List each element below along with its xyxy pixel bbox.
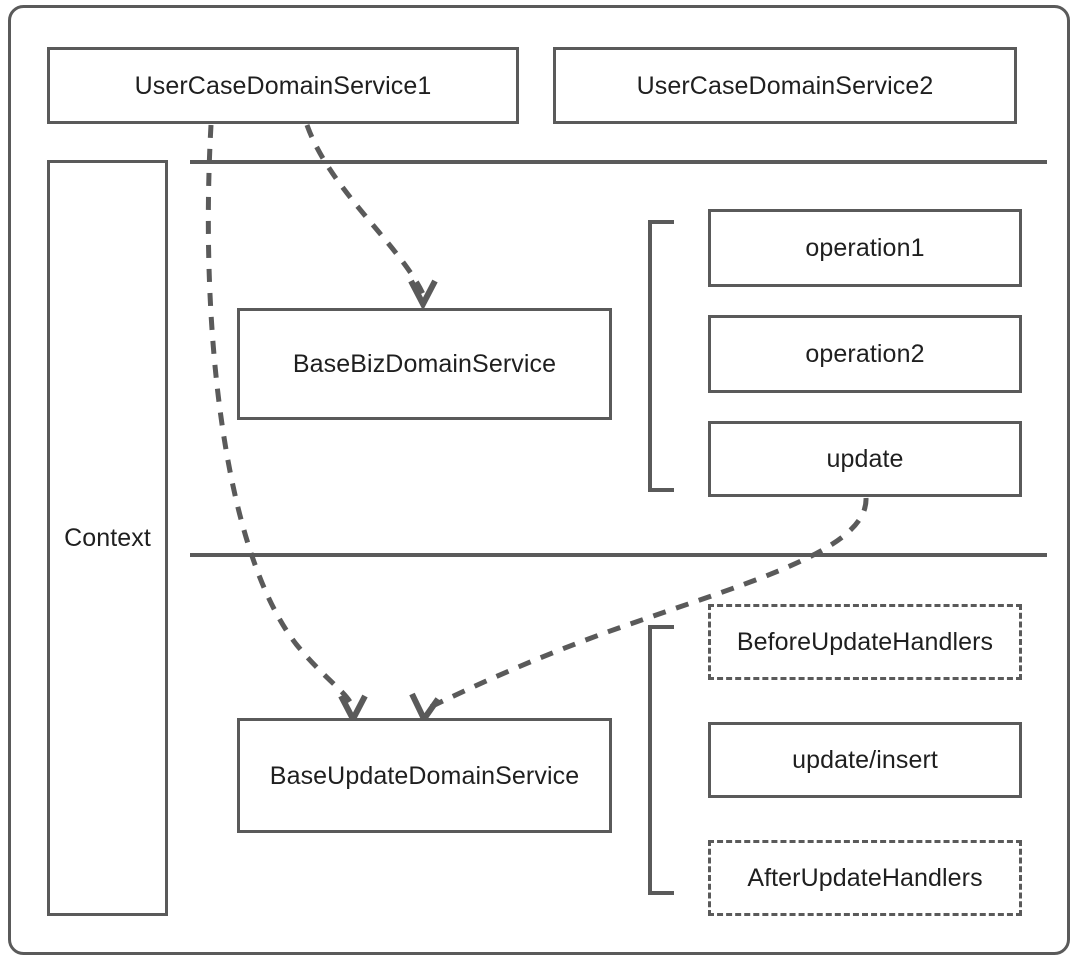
node-context[interactable]: Context [47, 160, 168, 916]
node-update[interactable]: update [708, 421, 1022, 497]
arrowhead-update-to-baseupdate [409, 692, 441, 725]
node-label: UserCaseDomainService1 [134, 71, 432, 100]
node-base-biz-domain-service[interactable]: BaseBizDomainService [237, 308, 612, 420]
node-label: operation1 [805, 234, 925, 262]
node-label: update/insert [792, 746, 938, 774]
operations-bracket [648, 220, 674, 492]
node-label: BaseBizDomainService [292, 350, 557, 378]
outer-frame [8, 5, 1070, 955]
connector-usecase1-to-baseupdate [205, 124, 356, 710]
node-label: operation2 [805, 340, 925, 368]
node-before-update-handlers[interactable]: BeforeUpdateHandlers [708, 604, 1022, 680]
node-label: BeforeUpdateHandlers [736, 628, 994, 656]
node-after-update-handlers[interactable]: AfterUpdateHandlers [708, 840, 1022, 916]
node-operation-1[interactable]: operation1 [708, 209, 1022, 287]
node-usecase-domain-service-1[interactable]: UserCaseDomainService1 [47, 47, 519, 124]
arrowhead-usecase1-to-baseupdate [338, 694, 368, 726]
node-base-update-domain-service[interactable]: BaseUpdateDomainService [237, 718, 612, 833]
node-label: AfterUpdateHandlers [747, 864, 983, 892]
node-label: BaseUpdateDomainService [269, 761, 580, 790]
node-label: Context [64, 524, 151, 552]
node-operation-2[interactable]: operation2 [708, 315, 1022, 393]
connector-usecase1-to-basebiz [304, 124, 426, 296]
node-usecase-domain-service-2[interactable]: UserCaseDomainService2 [553, 47, 1017, 124]
connector-update-to-baseupdate [424, 497, 869, 712]
node-label: UserCaseDomainService2 [636, 71, 934, 100]
arrowhead-usecase1-to-basebiz [408, 279, 438, 311]
node-label: update [826, 445, 904, 473]
handlers-bracket [648, 625, 674, 895]
node-update-insert[interactable]: update/insert [708, 722, 1022, 798]
